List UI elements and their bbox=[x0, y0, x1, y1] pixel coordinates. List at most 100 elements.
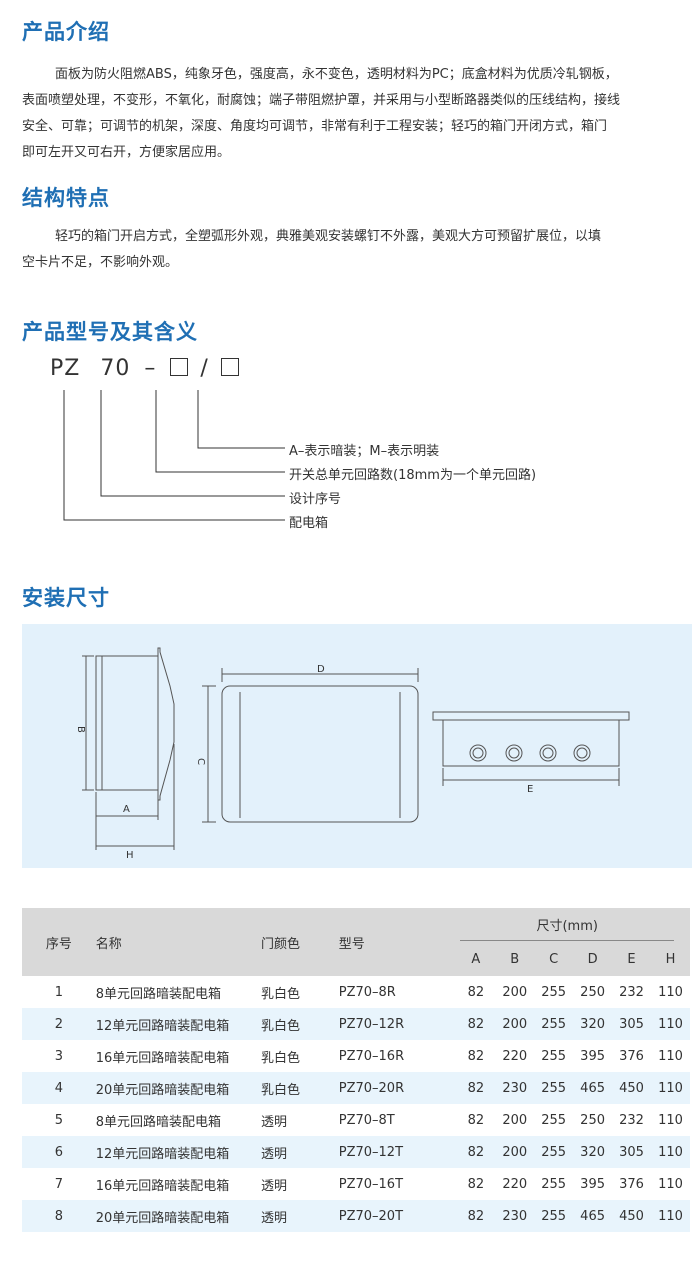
cell-name: 20单元回路暗装配电箱 bbox=[95, 1210, 230, 1226]
intro-title: 产品介绍 bbox=[22, 20, 110, 44]
structure-title: 结构特点 bbox=[22, 186, 110, 210]
dim-label-E: E bbox=[527, 784, 533, 795]
side-view-body bbox=[95, 655, 159, 791]
cell-idx: 5 bbox=[54, 1112, 63, 1128]
legend-design-serial: 设计序号 bbox=[289, 492, 342, 507]
cell-dim-D: 395 bbox=[580, 1176, 605, 1192]
cell-dim-C: 255 bbox=[541, 1112, 567, 1128]
header-dims: 尺寸(mm) bbox=[456, 908, 690, 942]
cell-model: PZ70–12R bbox=[338, 1016, 405, 1032]
header-dim-H: H bbox=[665, 951, 676, 967]
model-dash: – bbox=[144, 356, 157, 381]
cell-dim-H: 110 bbox=[658, 1208, 683, 1224]
cell-dim-H: 110 bbox=[658, 1016, 683, 1032]
cell-model: PZ70–8T bbox=[338, 1112, 395, 1128]
header-dim-A: A bbox=[471, 951, 481, 967]
model-slash: / bbox=[200, 356, 209, 381]
cell-dim-E: 376 bbox=[619, 1176, 644, 1192]
cell-dim-A: 82 bbox=[467, 1176, 485, 1192]
table-row: 7 16单元回路暗装配电箱 透明 PZ70–16T 82 220 255 395… bbox=[22, 1168, 690, 1200]
cell-dim-C: 255 bbox=[541, 1016, 567, 1032]
cell-name: 16单元回路暗装配电箱 bbox=[95, 1178, 230, 1194]
header-dim-D: D bbox=[587, 951, 598, 967]
model-connector-lines bbox=[63, 390, 285, 521]
cell-color: 透明 bbox=[261, 1114, 288, 1130]
cell-dim-E: 305 bbox=[619, 1144, 644, 1160]
cell-model: PZ70–20R bbox=[338, 1080, 405, 1096]
cell-dim-H: 110 bbox=[658, 1112, 683, 1128]
cell-dim-E: 376 bbox=[619, 1048, 644, 1064]
cell-idx: 1 bbox=[54, 984, 63, 1000]
cell-name: 12单元回路暗装配电箱 bbox=[95, 1146, 230, 1162]
header-color: 门颜色 bbox=[261, 936, 301, 952]
cell-name: 16单元回路暗装配电箱 bbox=[95, 1050, 230, 1066]
dim-label-A: A bbox=[123, 804, 130, 815]
cell-name: 8单元回路暗装配电箱 bbox=[95, 986, 221, 1002]
cell-dim-H: 110 bbox=[658, 1176, 683, 1192]
cell-color: 透明 bbox=[261, 1210, 288, 1226]
cell-dim-C: 255 bbox=[541, 1208, 567, 1224]
cell-model: PZ70–8R bbox=[338, 984, 396, 1000]
cell-model: PZ70–16T bbox=[338, 1176, 404, 1192]
cell-dim-B: 230 bbox=[502, 1208, 528, 1224]
cell-dim-C: 255 bbox=[541, 1176, 567, 1192]
cell-dim-C: 255 bbox=[541, 1144, 567, 1160]
header-dim-B: B bbox=[510, 951, 520, 967]
cell-model: PZ70–16R bbox=[338, 1048, 405, 1064]
cell-idx: 3 bbox=[54, 1048, 63, 1064]
cell-dim-C: 255 bbox=[541, 984, 567, 1000]
install-diagram: B A H D C E bbox=[22, 624, 692, 868]
model-series: 70 bbox=[100, 356, 131, 381]
circuit-count-box bbox=[170, 358, 189, 376]
cell-color: 乳白色 bbox=[261, 1018, 301, 1034]
cell-name: 12单元回路暗装配电箱 bbox=[95, 1018, 230, 1034]
cell-idx: 6 bbox=[54, 1144, 63, 1160]
cell-dim-D: 395 bbox=[580, 1048, 605, 1064]
cell-dim-D: 465 bbox=[580, 1080, 605, 1096]
cell-dim-A: 82 bbox=[467, 1048, 485, 1064]
cell-color: 乳白色 bbox=[261, 986, 301, 1002]
cell-idx: 2 bbox=[54, 1016, 63, 1032]
cell-idx: 7 bbox=[54, 1176, 63, 1192]
cell-dim-B: 230 bbox=[502, 1080, 528, 1096]
dim-label-C: C bbox=[195, 758, 206, 765]
cell-dim-C: 255 bbox=[541, 1080, 567, 1096]
cell-dim-E: 232 bbox=[619, 984, 644, 1000]
header-dim-E: E bbox=[627, 951, 636, 967]
header-model: 型号 bbox=[338, 936, 365, 952]
table-row: 3 16单元回路暗装配电箱 乳白色 PZ70–16R 82 220 255 39… bbox=[22, 1040, 690, 1072]
intro-line-3: 安全、可靠；可调节的机架，深度、角度均可调节，非常有利于工程安装；轻巧的箱门开闭… bbox=[22, 119, 608, 134]
cell-dim-B: 200 bbox=[502, 1112, 528, 1128]
cell-dim-A: 82 bbox=[467, 1144, 485, 1160]
cell-dim-B: 220 bbox=[502, 1048, 528, 1064]
intro-paragraph: 面板为防火阻燃ABS，纯象牙色，强度高，永不变色，透明材料为PC；底盒材料为优质… bbox=[22, 62, 700, 166]
mount-type-box bbox=[220, 358, 239, 376]
cell-dim-H: 110 bbox=[658, 984, 683, 1000]
cell-dim-E: 450 bbox=[619, 1208, 644, 1224]
cell-dim-D: 320 bbox=[580, 1016, 605, 1032]
cell-name: 8单元回路暗装配电箱 bbox=[95, 1114, 221, 1130]
spec-table: 序号 名称 门颜色 型号 尺寸(mm) A B C D E H 1 8单元回路暗… bbox=[22, 908, 690, 1232]
cell-dim-A: 82 bbox=[467, 1016, 485, 1032]
bottom-view-flange bbox=[432, 711, 630, 721]
cell-model: PZ70–20T bbox=[338, 1208, 404, 1224]
bottom-view-body bbox=[442, 719, 620, 767]
header-idx: 序号 bbox=[45, 936, 72, 952]
structure-paragraph: 轻巧的箱门开启方式，全塑弧形外观，典雅美观安装螺钉不外露，美观大方可预留扩展位，… bbox=[22, 224, 700, 276]
header-dim-C: C bbox=[549, 951, 559, 967]
table-row: 4 20单元回路暗装配电箱 乳白色 PZ70–20R 82 230 255 46… bbox=[22, 1072, 690, 1104]
cell-dim-D: 320 bbox=[580, 1144, 605, 1160]
intro-line-4: 即可左开又可右开，方便家居应用。 bbox=[22, 145, 231, 160]
cell-color: 乳白色 bbox=[261, 1082, 301, 1098]
cell-dim-D: 465 bbox=[580, 1208, 605, 1224]
install-drawings: B A H D C E bbox=[75, 647, 630, 861]
cell-dim-A: 82 bbox=[467, 1080, 485, 1096]
model-code: PZ 70 – / bbox=[50, 356, 239, 381]
cell-dim-D: 250 bbox=[580, 1112, 605, 1128]
cell-dim-H: 110 bbox=[658, 1144, 683, 1160]
cell-dim-B: 200 bbox=[502, 1144, 528, 1160]
cell-model: PZ70–12T bbox=[338, 1144, 404, 1160]
cell-idx: 4 bbox=[54, 1080, 63, 1096]
cell-idx: 8 bbox=[54, 1208, 63, 1224]
cell-dim-A: 82 bbox=[467, 1112, 485, 1128]
